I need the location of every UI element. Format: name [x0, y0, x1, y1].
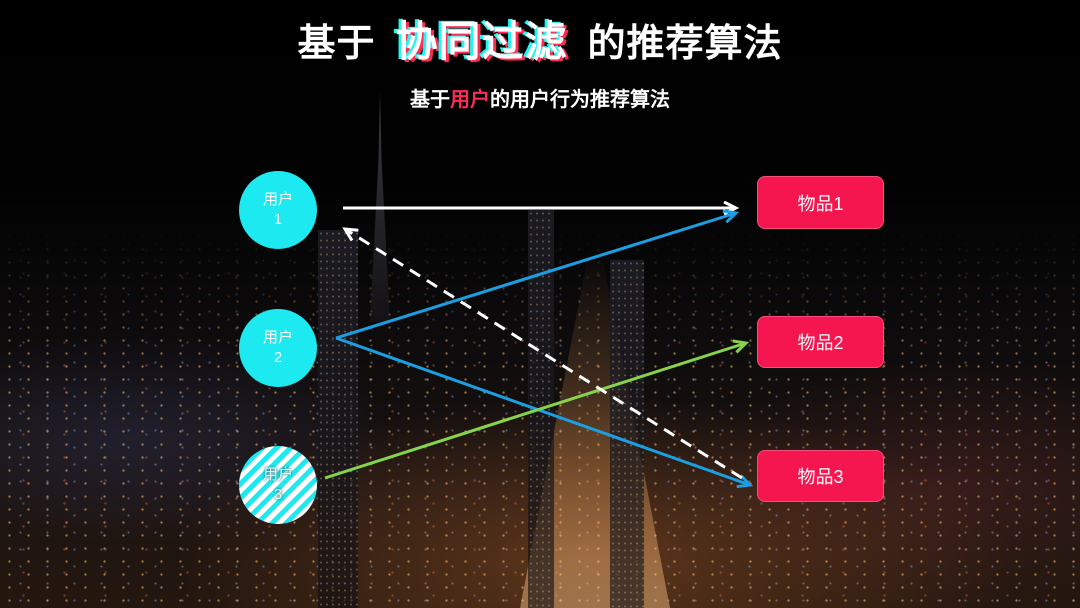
- user-number: 1: [273, 211, 283, 228]
- subtitle-suffix: 的用户行为推荐算法: [490, 89, 670, 111]
- arrow-user3-to-item2: [324, 343, 746, 480]
- item-label: 物品2: [797, 333, 844, 353]
- user-node-3: 用户 3: [239, 446, 317, 524]
- title-prefix: 基于: [297, 23, 376, 65]
- user-node-2: 用户 2: [239, 309, 317, 387]
- subtitle-highlight: 用户: [450, 89, 490, 111]
- user-label: 用户: [262, 329, 293, 346]
- user-label: 用户: [262, 466, 293, 483]
- item-label: 物品1: [797, 193, 844, 214]
- arrow-user2-to-item3: [335, 336, 750, 485]
- user-number: 3: [273, 486, 283, 503]
- title-highlight: 协同过滤: [395, 18, 568, 65]
- building-silhouette: [610, 260, 644, 608]
- dashed-arrow-item3-to-user1: [345, 229, 743, 480]
- item-box-1: 物品1: [757, 176, 884, 229]
- building-silhouette: [318, 230, 358, 608]
- subtitle-prefix: 基于: [410, 89, 450, 111]
- item-box-3: 物品3: [757, 450, 884, 502]
- slide-title: 基于协同过滤的推荐算法: [0, 14, 1080, 72]
- user-node-1: 用户 1: [239, 171, 317, 249]
- item-label: 物品3: [797, 467, 844, 487]
- title-suffix: 的推荐算法: [587, 23, 783, 65]
- item-box-2: 物品2: [757, 316, 884, 368]
- slide-subtitle: 基于用户的用户行为推荐算法: [0, 86, 1080, 114]
- user-label: 用户: [262, 191, 293, 208]
- user-number: 2: [273, 349, 283, 366]
- arrow-user2-to-item1: [335, 213, 736, 340]
